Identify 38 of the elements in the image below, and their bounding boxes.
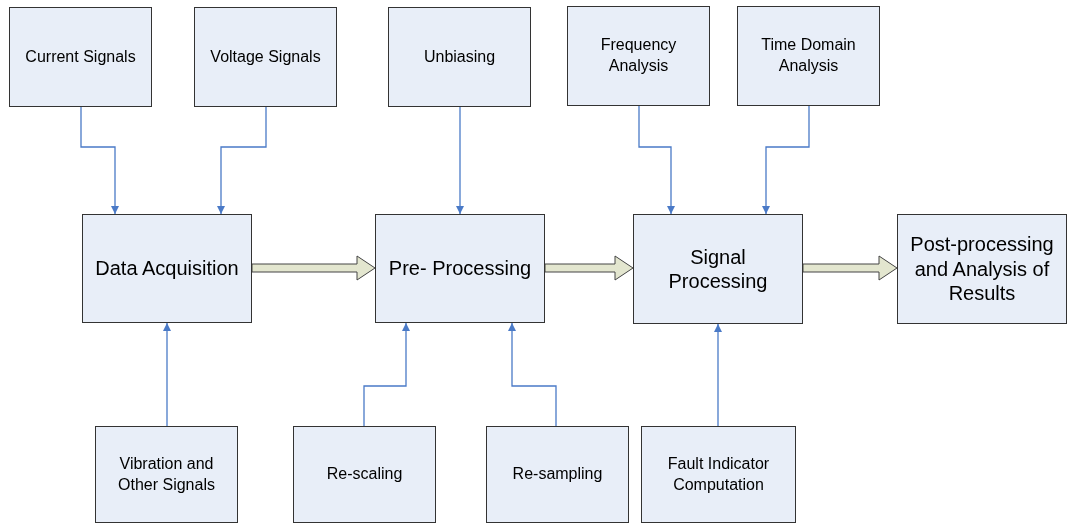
box-label: Pre- Processing xyxy=(388,256,532,281)
box-label: Voltage Signals xyxy=(210,46,321,67)
box-label: Signal Processing xyxy=(667,244,769,294)
arrow xyxy=(508,322,557,427)
process-box xyxy=(95,426,238,523)
box-label: Unbiasing xyxy=(423,46,496,67)
box-label: Fault Indicator Computation xyxy=(666,453,771,495)
process-box xyxy=(194,7,337,107)
arrow xyxy=(714,323,722,427)
arrow xyxy=(456,106,464,215)
process-box xyxy=(293,426,436,523)
process-box xyxy=(375,214,545,323)
process-box xyxy=(486,426,629,523)
box-label: Re-scaling xyxy=(326,464,403,485)
box-label: Data Acquisition xyxy=(95,256,239,281)
box-label: Post-processing and Analysis of Results xyxy=(909,232,1055,306)
box-label: Re-sampling xyxy=(512,464,603,485)
process-box xyxy=(9,7,152,107)
box-label: Frequency Analysis xyxy=(599,35,678,76)
process-box xyxy=(567,6,710,106)
arrow xyxy=(80,106,119,215)
block-arrow xyxy=(544,255,634,281)
arrow xyxy=(762,105,810,215)
block-arrow xyxy=(251,255,376,281)
block-arrow xyxy=(802,255,898,281)
arrow xyxy=(363,322,410,427)
process-box xyxy=(633,214,803,324)
box-label: Time Domain Analysis xyxy=(760,35,857,76)
arrow xyxy=(163,322,171,427)
process-box xyxy=(897,214,1067,324)
arrow xyxy=(217,106,267,215)
arrow xyxy=(638,105,675,215)
process-box xyxy=(82,214,252,323)
box-label: Current Signals xyxy=(25,46,136,67)
process-box xyxy=(641,426,796,523)
process-box xyxy=(737,6,880,106)
process-box xyxy=(388,7,531,107)
box-label: Vibration and Other Signals xyxy=(117,453,216,495)
